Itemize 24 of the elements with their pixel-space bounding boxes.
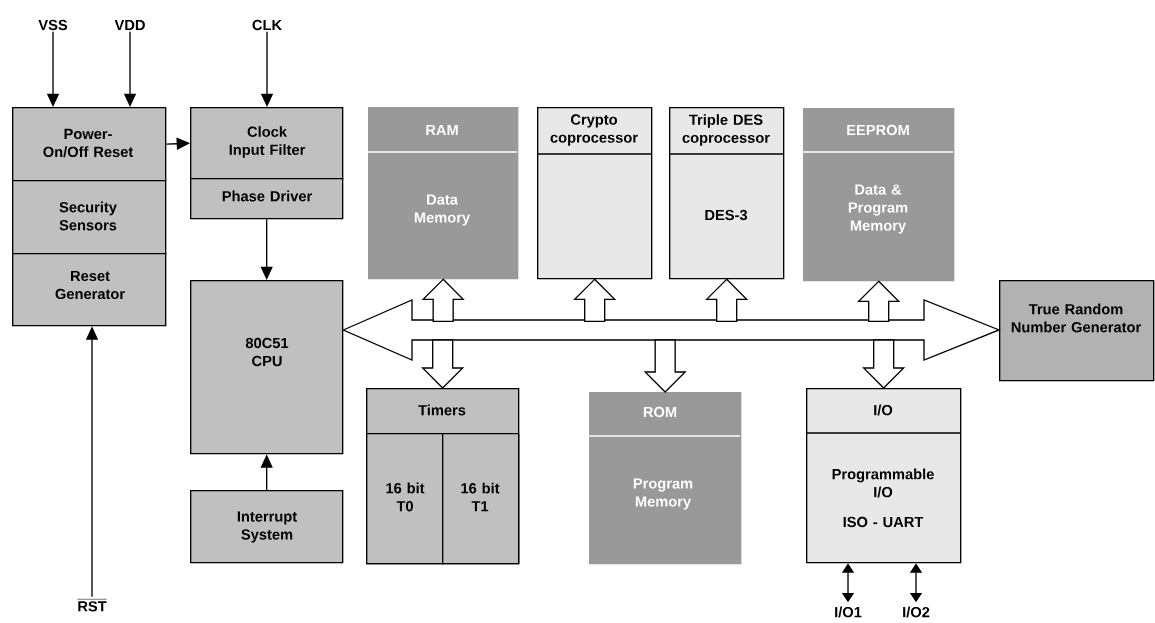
arrow	[165, 137, 190, 150]
memory-block: RAM Data Memory	[367, 107, 519, 280]
arrow	[260, 218, 273, 280]
block-section: Phase Driver	[190, 178, 344, 220]
block-section: Clock Input Filter	[190, 107, 344, 180]
pin-label: VSS	[38, 19, 68, 31]
cpu-block: 80C51 CPU	[190, 280, 344, 455]
pin-label: RST	[77, 599, 107, 612]
io-block: I/O Programmable I/O ISO - UART	[805, 388, 962, 564]
block-section: Power-On/Off Reset	[12, 107, 167, 182]
timer-cell: 16 bit T0	[366, 433, 444, 565]
pin-label: I/O1	[835, 606, 862, 618]
pin-label: CLK	[252, 19, 282, 31]
process-box: True Random Number Generator	[999, 280, 1155, 382]
block-section: Reset Generator	[12, 253, 167, 327]
process-box: Interrupt System	[190, 490, 344, 564]
coprocessor-block: Crypto coprocessor	[536, 107, 653, 280]
block-section: Security Sensors	[12, 180, 167, 255]
memory-block: ROM Program Memory	[588, 392, 742, 565]
coprocessor-block: Triple DES coprocessor DES-3	[668, 107, 785, 280]
pin-label: VDD	[114, 19, 145, 31]
memory-block: EEPROM Data & Program Memory	[802, 108, 955, 282]
pin-label: I/O2	[903, 606, 930, 618]
timer-cell: 16 bit T1	[442, 433, 520, 565]
